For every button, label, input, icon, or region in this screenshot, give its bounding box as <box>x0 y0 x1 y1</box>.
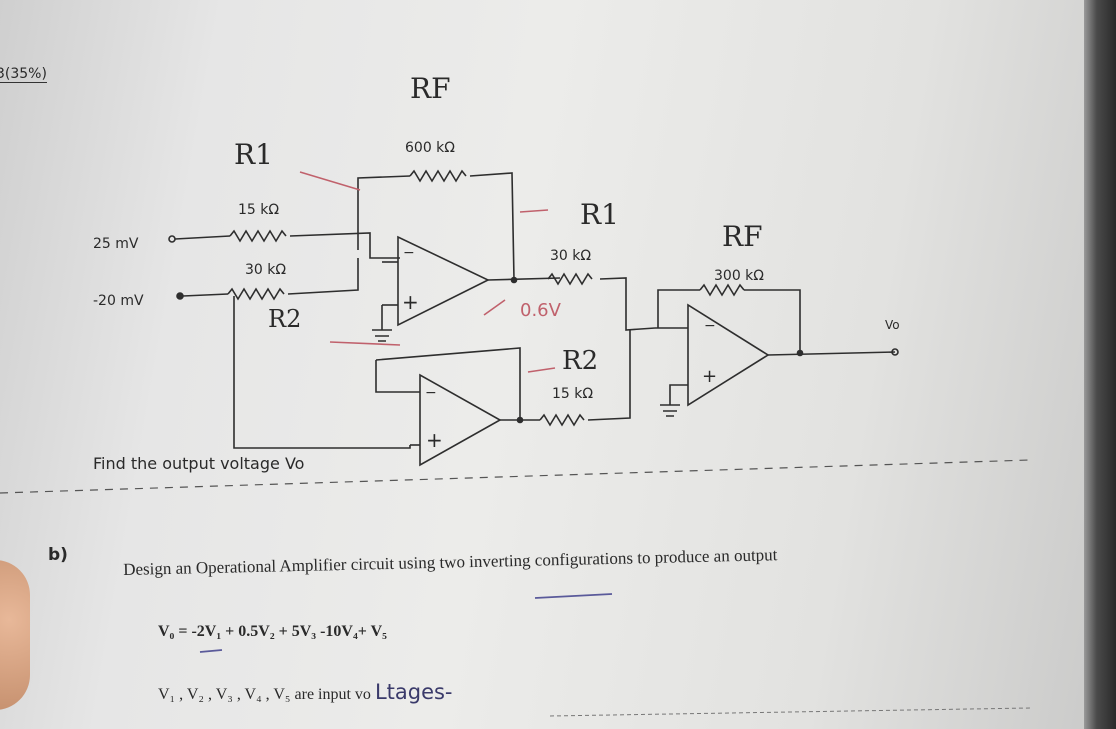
opamp1-plus: + <box>402 290 419 314</box>
input2-wire <box>182 293 229 297</box>
resistor-30k-mid <box>547 272 593 286</box>
opamp2-plus: + <box>426 428 443 452</box>
underline-inverting <box>534 593 613 599</box>
part-b-line3-printed: V₁ , V₂ , V₃ , V₄ , V₅ are input vo <box>158 686 371 703</box>
resistor-15k-mid <box>539 413 585 427</box>
red-arrow-5 <box>483 299 506 316</box>
question-text: Find the output voltage Vo <box>93 454 305 473</box>
rf-right-left <box>657 289 700 328</box>
annotation-rf-right: RF <box>722 220 763 253</box>
label-600k: 600 kΩ <box>405 140 455 156</box>
output-terminal <box>891 348 899 356</box>
opamp-2 <box>419 373 502 467</box>
feedback-left <box>357 175 411 250</box>
mid-wire-bottom <box>587 330 631 421</box>
marks-label: 3(35%) <box>0 66 47 83</box>
ground-1 <box>372 329 392 342</box>
resistor-15k-left <box>229 229 287 243</box>
label-input2: -20 mV <box>93 293 144 309</box>
underline-v1 <box>199 649 223 653</box>
resistor-30k-left <box>227 287 285 301</box>
r2-to-node <box>287 258 359 295</box>
r1-to-inverting <box>289 232 400 259</box>
red-arrow-1 <box>299 171 361 191</box>
page-shadow-edge <box>1084 0 1116 729</box>
annotation-rf-top: RF <box>410 72 451 105</box>
annotation-r2-left: R2 <box>268 305 302 333</box>
annotation-mid-voltage: 0.6V <box>520 300 561 321</box>
input1-wire <box>174 235 231 240</box>
label-15k-mid: 15 kΩ <box>552 386 594 402</box>
opamp-1 <box>397 235 490 327</box>
mid-wire-top <box>599 277 656 331</box>
part-b-equation: V₀ = -2V₁ + 0.5V₂ + 5V₃ -10V₄+ V₅ <box>158 623 387 640</box>
label-output: Vo <box>885 318 900 332</box>
label-300k: 300 kΩ <box>714 268 764 284</box>
red-arrow-2 <box>519 209 549 213</box>
ground-2 <box>660 404 680 417</box>
annotation-r2-mid: R2 <box>562 346 599 376</box>
red-arrow-3 <box>329 341 401 346</box>
label-15k-left: 15 kΩ <box>238 202 280 218</box>
input2-to-opamp2 <box>233 296 411 449</box>
label-30k-mid: 30 kΩ <box>550 248 592 264</box>
dashed-footer <box>549 707 1031 717</box>
buffer-feedback <box>375 347 521 420</box>
feedback-right <box>469 172 515 281</box>
finger <box>0 560 30 710</box>
annotation-r1-left: R1 <box>234 138 273 171</box>
opamp3-minus: − <box>704 318 716 334</box>
opamp2-minus: − <box>425 385 437 401</box>
input2-terminal <box>176 292 184 300</box>
part-b-line3: V₁ , V₂ , V₃ , V₄ , V₅ are input vo Ltag… <box>158 680 453 704</box>
rf-right-right <box>744 289 801 353</box>
opamp1-minus: − <box>403 245 415 261</box>
red-arrow-4 <box>527 367 556 373</box>
opamp3-plus: + <box>702 366 718 387</box>
output-wire <box>767 351 896 356</box>
annotation-r1-mid: R1 <box>580 198 619 231</box>
label-input1: 25 mV <box>93 236 139 252</box>
part-b-line3-handwritten: Ltages- <box>374 680 453 704</box>
label-30k-left: 30 kΩ <box>245 262 287 278</box>
part-b-label: b) <box>48 545 68 565</box>
opamp-3 <box>687 303 770 407</box>
resistor-300k <box>699 283 745 297</box>
resistor-600k <box>409 169 467 183</box>
dashed-separator <box>0 459 1031 494</box>
input1-terminal <box>168 235 176 243</box>
